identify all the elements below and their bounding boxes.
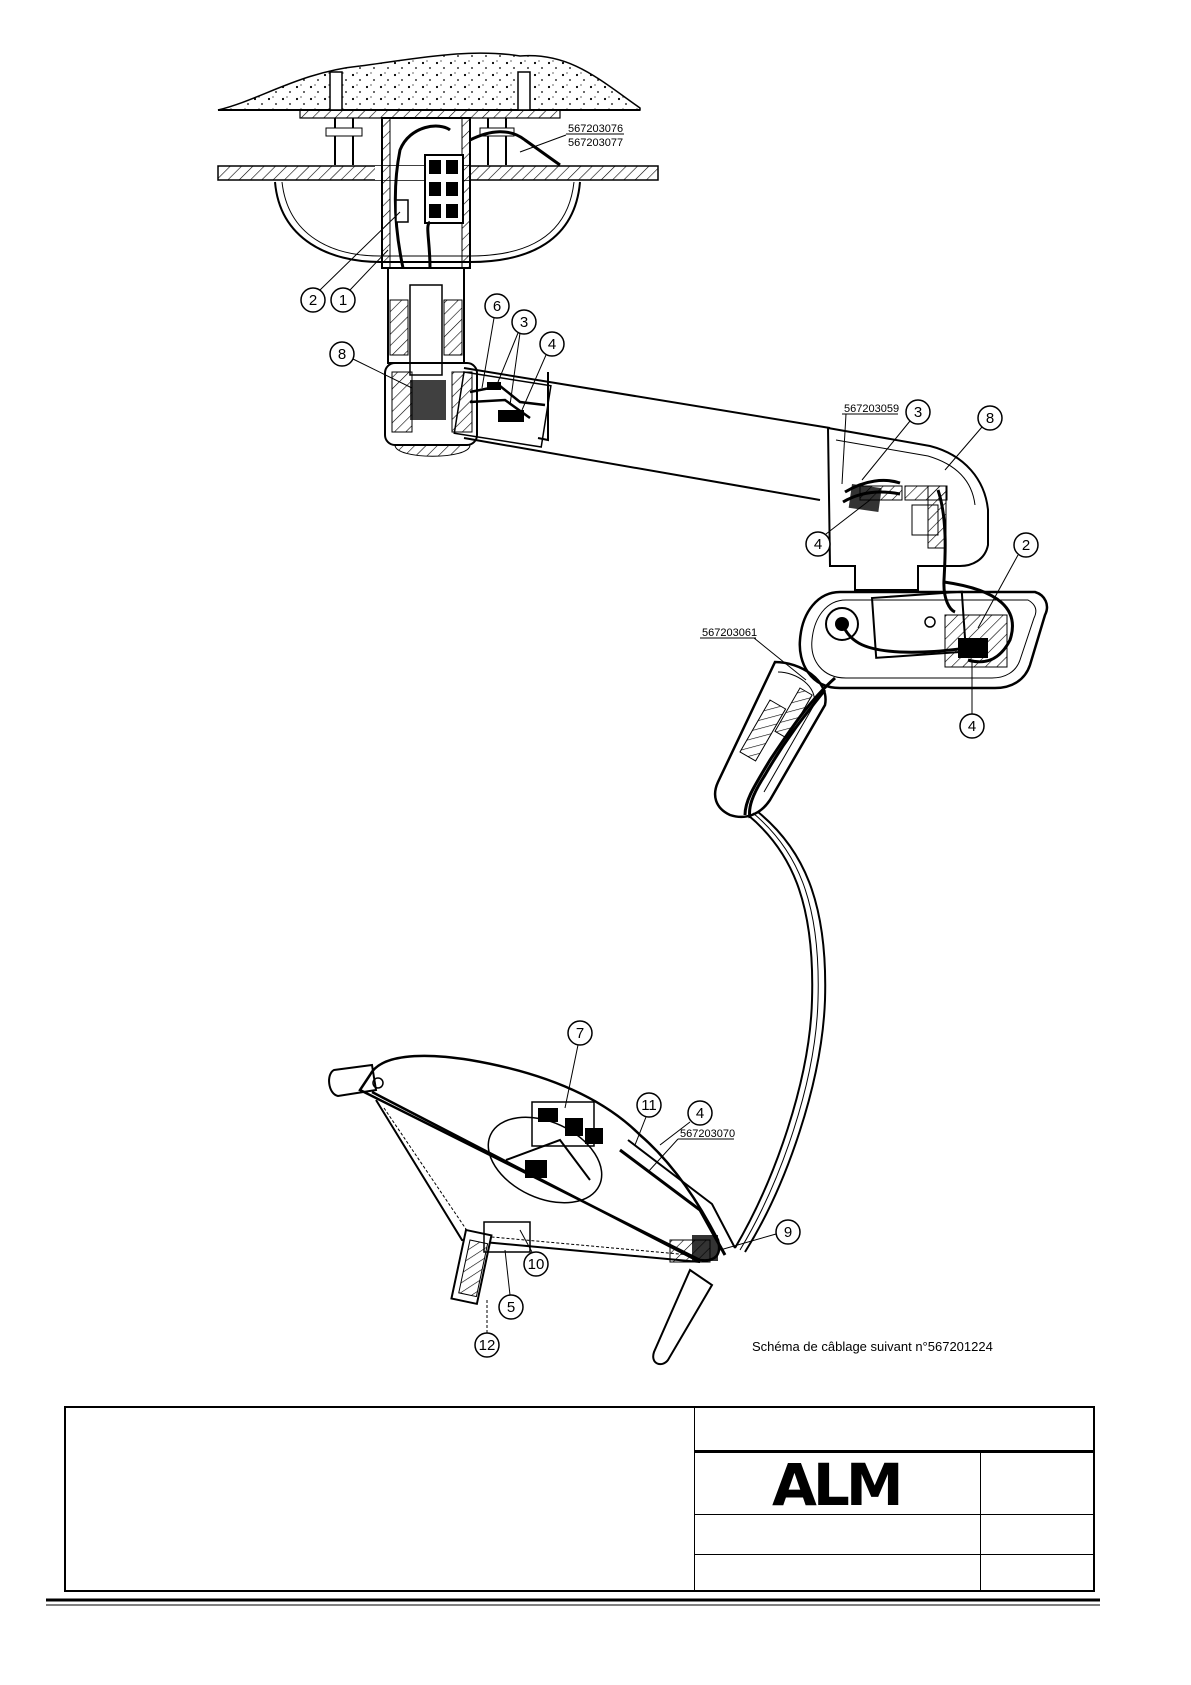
ceiling-tube — [382, 118, 560, 268]
callout-4-arm: 4 — [522, 332, 564, 410]
part-number-567203070: 567203070 — [680, 1128, 735, 1140]
bottom-handle — [653, 1270, 712, 1364]
callout-8-left-label: 8 — [338, 346, 346, 363]
callout-2-right-label: 2 — [1022, 537, 1030, 554]
callout-11: 11 — [635, 1093, 661, 1145]
part-number-567203061: 567203061 — [702, 627, 757, 639]
lamphead — [360, 1056, 735, 1262]
alm-logo: ALM — [772, 1456, 900, 1514]
callout-7-label: 7 — [576, 1025, 584, 1042]
part-number-567203076: 567203076 — [568, 123, 623, 135]
callout-8-right: 8 — [945, 406, 1002, 470]
callout-9-label: 9 — [784, 1224, 792, 1241]
ceiling-concrete — [218, 53, 640, 110]
callout-12: 12 — [475, 1300, 499, 1357]
central-axis — [385, 268, 477, 456]
callout-5: 5 — [499, 1250, 523, 1319]
title-block-header-cell — [694, 1408, 1093, 1453]
fork-cable — [735, 812, 825, 1252]
title-block-cell-a — [980, 1450, 1093, 1515]
wiring-note: Schéma de câblage suivant n°567201224 — [752, 1339, 993, 1354]
callout-5-label: 5 — [507, 1299, 515, 1316]
title-block-logo-cell: ALM — [694, 1450, 981, 1515]
callout-3-right-label: 3 — [914, 404, 922, 421]
title-block-cell-d — [694, 1554, 981, 1590]
title-block-cell-e — [980, 1554, 1093, 1590]
callout-8-right-label: 8 — [986, 410, 994, 427]
callout-11-label: 11 — [641, 1097, 657, 1114]
main-arm — [454, 368, 830, 500]
part-number-567203059: 567203059 — [844, 403, 899, 415]
title-block-description-cell — [66, 1408, 695, 1590]
spring-arm-link — [715, 662, 835, 818]
callout-4-lamphead-label: 4 — [696, 1105, 704, 1122]
callout-6-label: 6 — [493, 298, 501, 315]
callout-10: 10 — [520, 1230, 548, 1276]
callout-7: 7 — [565, 1021, 592, 1108]
callout-4-elbow-label: 4 — [814, 536, 822, 553]
title-block-cell-c — [980, 1514, 1093, 1555]
title-block-cell-b — [694, 1514, 981, 1555]
callout-12-label: 12 — [479, 1337, 496, 1354]
callout-10-label: 10 — [528, 1256, 545, 1273]
callout-2-top-label: 2 — [309, 292, 317, 309]
part-number-567203077: 567203077 — [568, 137, 623, 149]
callout-4-springarm-label: 4 — [968, 718, 976, 735]
callout-1-label: 1 — [339, 292, 347, 309]
callout-3-left-label: 3 — [520, 314, 528, 331]
part-number-labels: 567203076 567203077 567203059 567203061 … — [520, 123, 899, 1172]
lamphead-grip — [451, 1222, 530, 1304]
callout-1: 1 — [331, 250, 388, 312]
callout-4-arm-label: 4 — [548, 336, 556, 353]
title-block: ALM — [64, 1406, 1095, 1592]
spring-arm-housing — [800, 582, 1047, 688]
callout-4-springarm: 4 — [960, 662, 984, 738]
